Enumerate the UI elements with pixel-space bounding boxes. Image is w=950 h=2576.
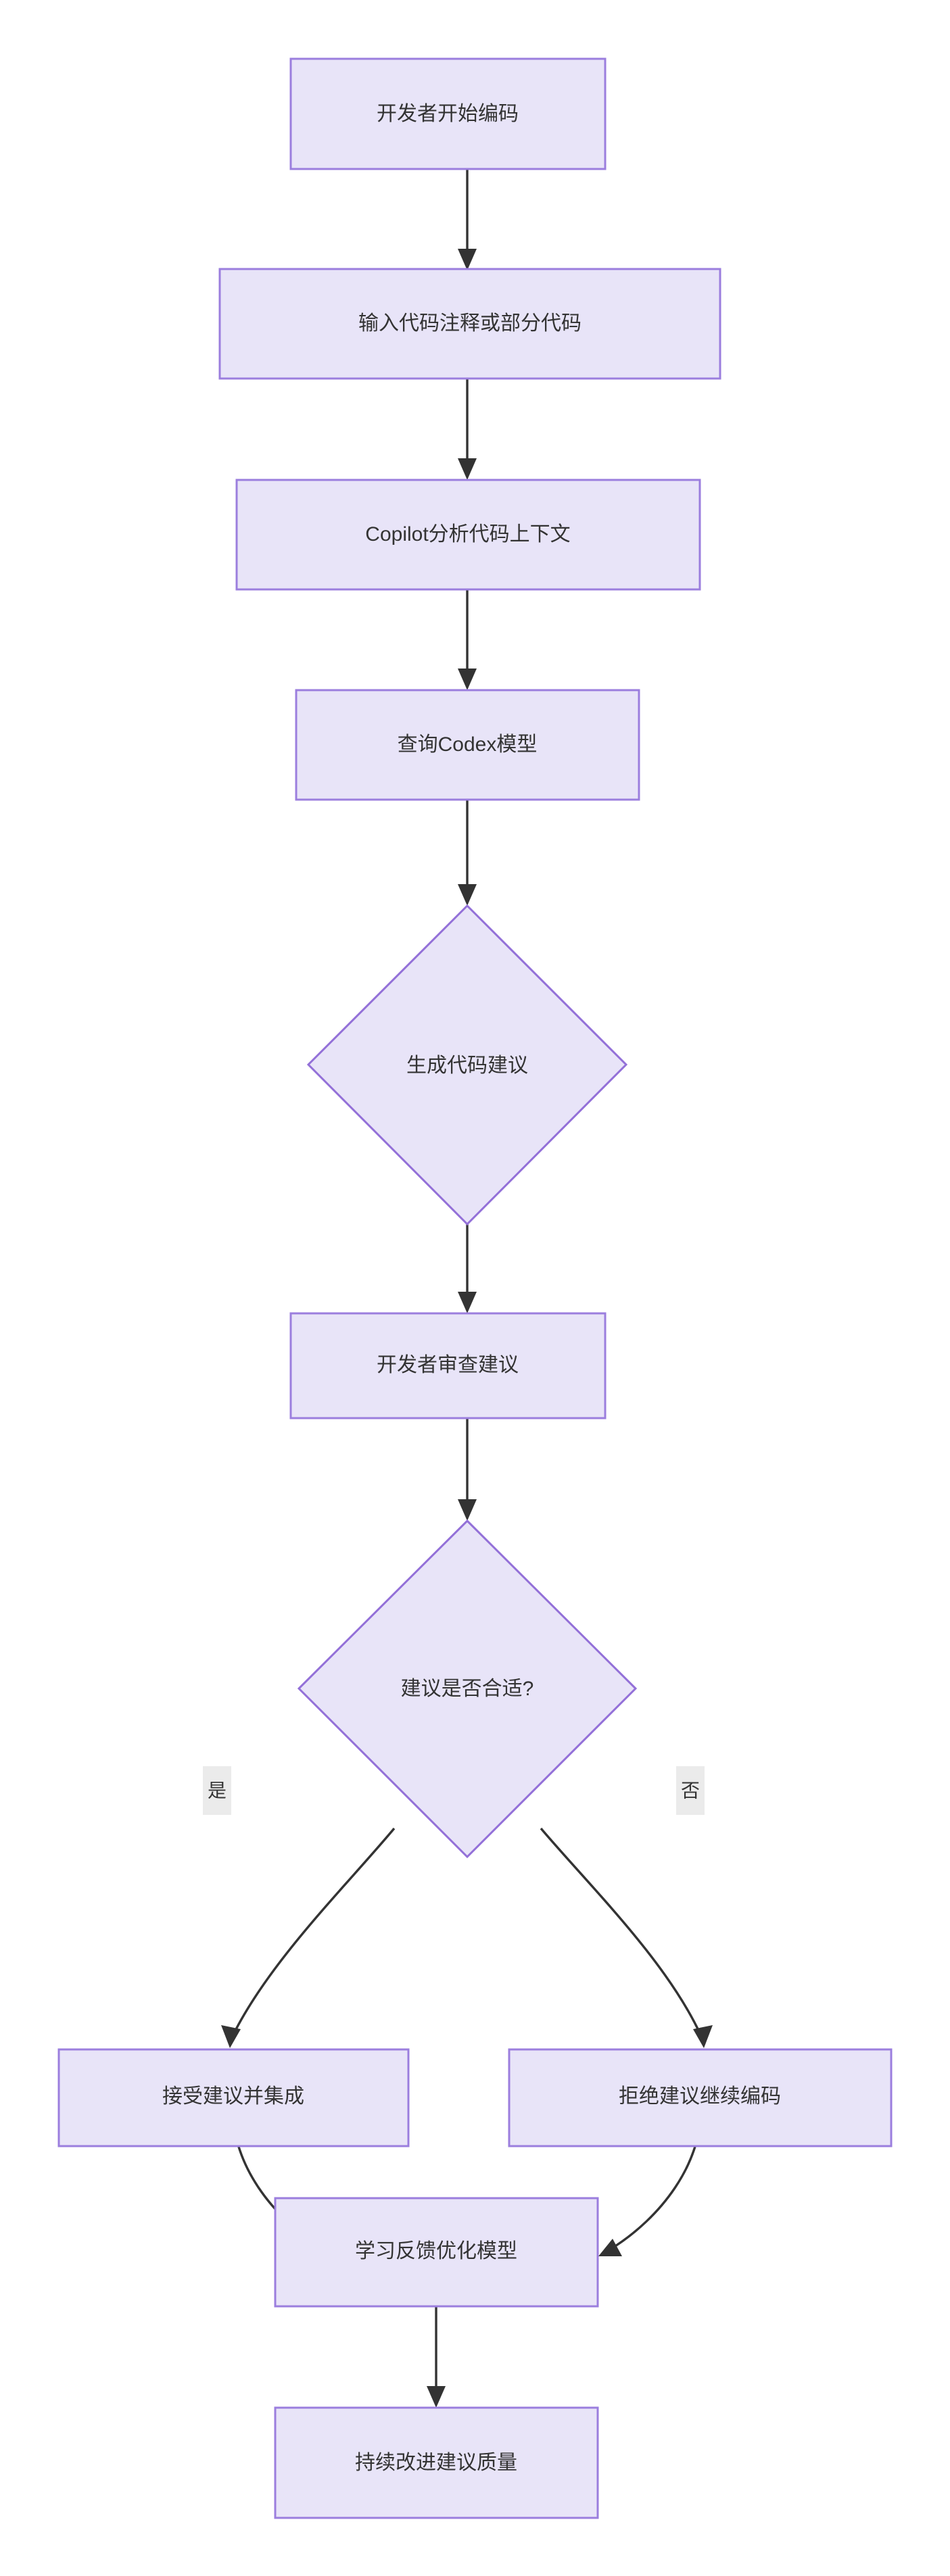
node-input-comment-or-partial-code[interactable]: 输入代码注释或部分代码 (218, 268, 721, 380)
node-label-n6: 开发者审查建议 (377, 1354, 519, 1376)
node-label-n2: 输入代码注释或部分代码 (358, 312, 581, 335)
edge-label-no: 否 (676, 1766, 705, 1815)
node-label-n3: Copilot分析代码上下文 (365, 523, 570, 545)
node-label-n9: 拒绝建议继续编码 (619, 2085, 781, 2108)
edge-n2-n3 (458, 379, 477, 480)
node-developer-starts-coding[interactable]: 开发者开始编码 (289, 57, 607, 170)
edge-n3-n4 (458, 589, 477, 690)
edge-label-yes: 是 (203, 1766, 231, 1815)
edge-n5-n6 (458, 1224, 477, 1313)
node-copilot-analyzes-context[interactable]: Copilot分析代码上下文 (235, 479, 701, 591)
node-is-suggestion-suitable[interactable]: 建议是否合适? (297, 1519, 638, 1859)
node-label-n7: 建议是否合适? (401, 1678, 534, 1700)
node-accept-and-integrate[interactable]: 接受建议并集成 (57, 2048, 410, 2147)
node-reject-and-continue-coding[interactable]: 拒绝建议继续编码 (508, 2048, 893, 2147)
node-layer: 开发者开始编码 输入代码注释或部分代码 Copilot分析代码上下文 查询Cod… (57, 57, 893, 2519)
edge-n6-n7 (458, 1418, 477, 1521)
edge-n7-n9 (540, 1827, 713, 2048)
node-label-n5: 生成代码建议 (406, 1054, 528, 1077)
edge-n7-n8 (221, 1827, 396, 2048)
node-query-codex-model[interactable]: 查询Codex模型 (295, 689, 640, 801)
node-developer-reviews-suggestion[interactable]: 开发者审查建议 (289, 1312, 607, 1419)
node-label-n8: 接受建议并集成 (162, 2085, 304, 2108)
node-label-n4: 查询Codex模型 (398, 733, 538, 756)
edge-n4-n5 (458, 800, 477, 906)
node-continuously-improve-quality[interactable]: 持续改进建议质量 (274, 2406, 599, 2519)
node-label-n11: 持续改进建议质量 (355, 2452, 517, 2474)
edge-n10-n11 (427, 2306, 446, 2408)
edge-n1-n2 (458, 169, 477, 270)
node-learn-feedback-optimize-model[interactable]: 学习反馈优化模型 (274, 2197, 599, 2308)
edge-label-no-text: 否 (681, 1780, 700, 1801)
node-label-n10: 学习反馈优化模型 (355, 2240, 517, 2262)
edge-label-layer: 是 否 (203, 1766, 705, 1815)
node-label-n1: 开发者开始编码 (377, 103, 519, 125)
edge-label-yes-text: 是 (208, 1780, 227, 1801)
node-generate-code-suggestion[interactable]: 生成代码建议 (306, 904, 628, 1226)
